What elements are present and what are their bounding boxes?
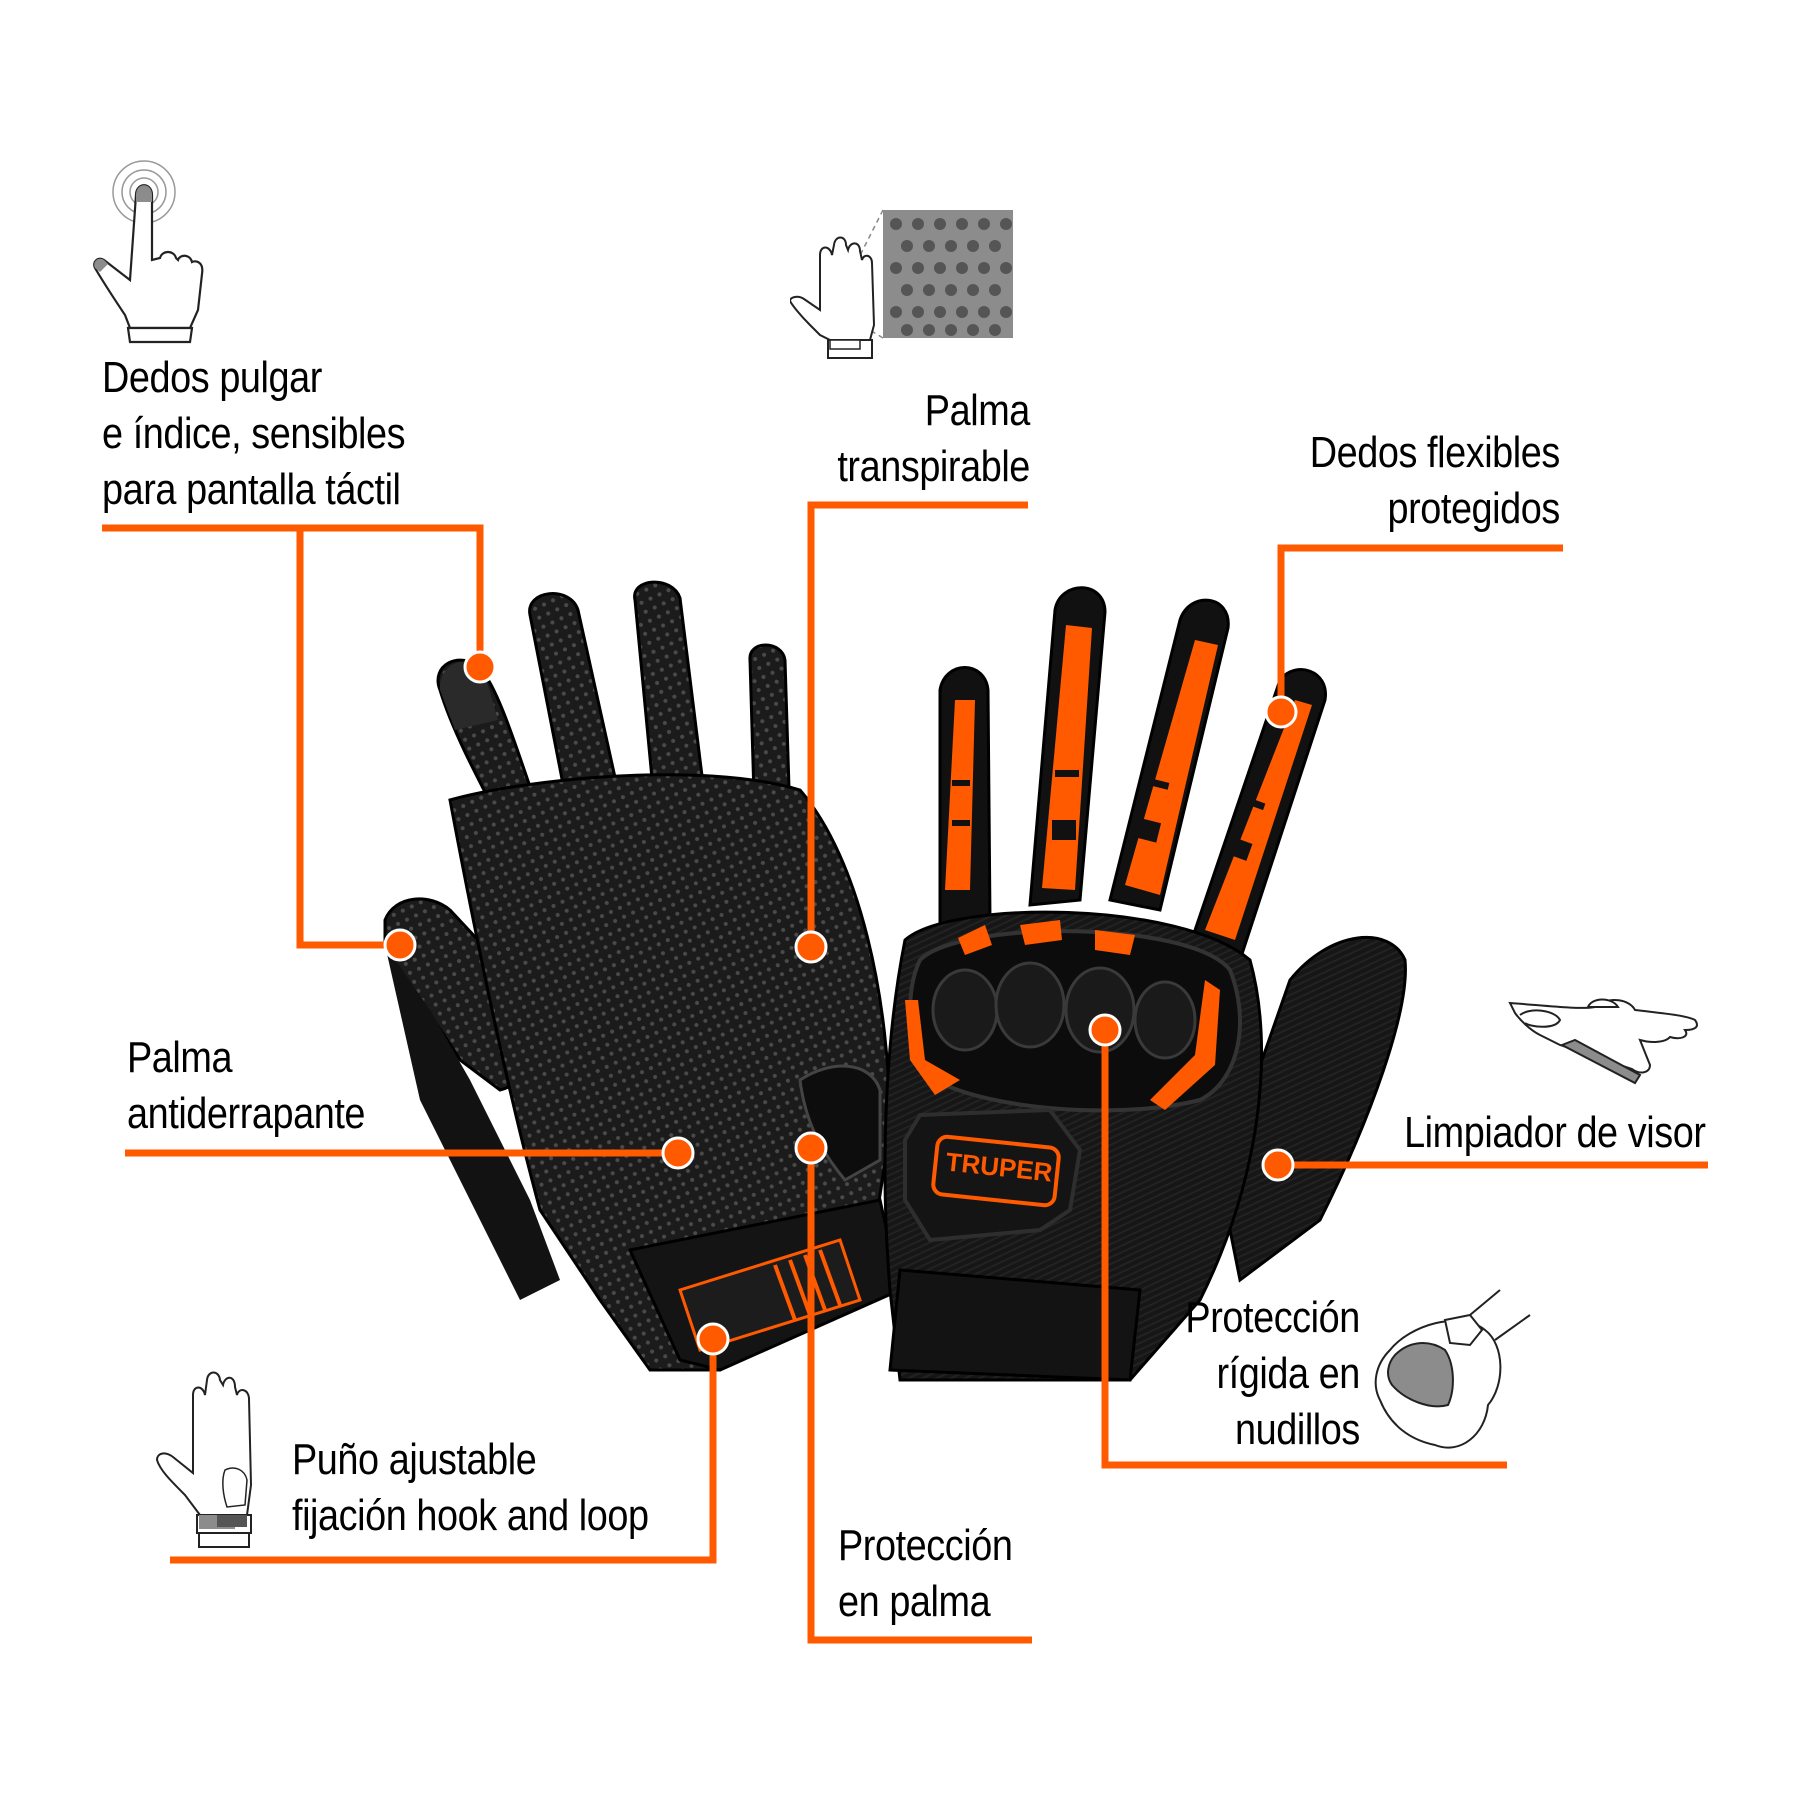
label-knuckle-protection: Protección rígida en nudillos xyxy=(1185,1293,1361,1454)
callout-dot-palm-protection xyxy=(794,1131,828,1165)
callout-dot-flexible-fingers xyxy=(1264,695,1298,729)
callout-line-touchscreen-thumb xyxy=(296,528,400,949)
callout-dot-knuckle xyxy=(1088,1013,1122,1047)
right-glove-back xyxy=(883,586,1407,1382)
callout-line-cuff xyxy=(170,1345,717,1564)
callout-dot-index xyxy=(463,650,497,684)
callout-dot-breathable-palm xyxy=(794,930,828,964)
visor-wiper-hand-icon xyxy=(1508,998,1698,1085)
callout-line-flexible-fingers xyxy=(1277,544,1563,712)
callout-dot-cuff xyxy=(696,1322,730,1356)
label-palm-protection: Protección en palma xyxy=(838,1521,1013,1626)
cuff-hand-icon xyxy=(155,1371,253,1548)
fist-knuckle-icon xyxy=(1374,1289,1531,1449)
touch-hand-icon xyxy=(93,160,204,344)
callout-dot-visor-wiper xyxy=(1261,1148,1295,1182)
label-adjustable-cuff: Puño ajustable fijación hook and loop xyxy=(292,1435,649,1540)
callout-line-touchscreen xyxy=(102,524,484,667)
perforated-palm-icon xyxy=(790,209,1013,359)
callout-line-breathable-palm xyxy=(807,501,1028,947)
label-breathable-palm: Palma transpirable xyxy=(837,386,1030,491)
label-visor-wiper: Limpiador de visor xyxy=(1403,1108,1706,1157)
label-non-slip-palm: Palma antiderrapante xyxy=(127,1033,366,1138)
label-flexible-fingers: Dedos flexibles protegidos xyxy=(1309,428,1561,533)
callout-dot-non-slip-palm xyxy=(661,1136,695,1170)
callout-line-palm-protection xyxy=(807,1150,1032,1644)
callout-line-knuckle xyxy=(1101,1030,1507,1469)
label-touchscreen: Dedos pulgar e índice, sensibles para pa… xyxy=(102,353,406,514)
callout-dot-thumb xyxy=(383,928,417,962)
